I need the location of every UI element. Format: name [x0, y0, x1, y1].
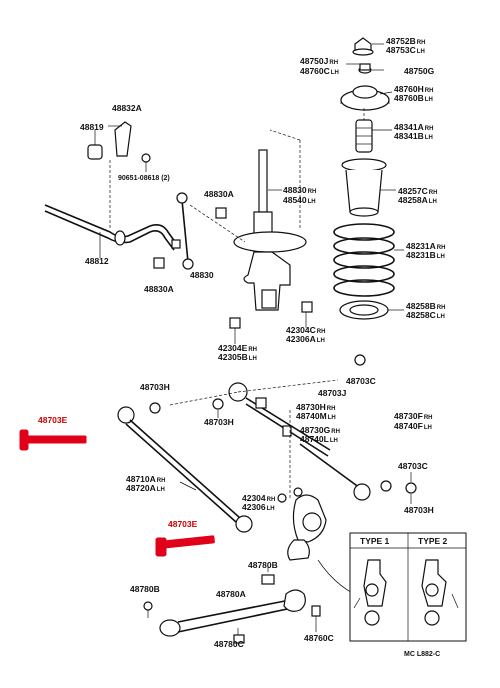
svg-text:48740MLH: 48740MLH: [296, 411, 336, 421]
type-inset: [349, 532, 467, 642]
svg-text:48830RH: 48830RH: [283, 185, 316, 195]
label-48730f: 48730F: [394, 411, 423, 421]
label-48830: 48830: [283, 185, 307, 195]
label-48720a: 48720A: [126, 483, 156, 493]
svg-text:48710ARH: 48710ARH: [126, 474, 165, 484]
lateral-link-lower: [117, 406, 253, 533]
svg-text:48720ALH: 48720ALH: [126, 483, 165, 493]
label-48760h: 48760H: [394, 84, 424, 94]
label-42304c: 42304C: [286, 325, 316, 335]
label-48341a: 48341A: [394, 122, 424, 132]
label-48703e-left: 48703E: [38, 415, 68, 425]
svg-text:48257CRH: 48257CRH: [398, 186, 437, 196]
shock-absorber: [233, 149, 307, 311]
label-48703h-1: 48703H: [140, 382, 170, 392]
label-48752b: 48752B: [386, 36, 416, 46]
label-42304e: 42304E: [218, 343, 248, 353]
rear-axle-carrier: [277, 487, 327, 561]
svg-text:48760BLH: 48760BLH: [394, 93, 433, 103]
label-48341b: 48341B: [394, 131, 424, 141]
label-48703e-right: 48703E: [168, 519, 198, 529]
svg-text:48740LLH: 48740LLH: [300, 434, 338, 444]
svg-text:48231ARH: 48231ARH: [406, 241, 445, 251]
label-48740m: 48740M: [296, 411, 327, 421]
label-type1: TYPE 1: [360, 536, 390, 546]
label-42306: 42306: [242, 502, 266, 512]
label-42306a: 42306A: [286, 334, 316, 344]
label-48540: 48540: [283, 195, 307, 205]
svg-text:48740FLH: 48740FLH: [394, 421, 432, 431]
label-type2: TYPE 2: [418, 536, 448, 546]
label-48730g: 48730G: [300, 425, 331, 435]
label-48760b: 48760B: [394, 93, 424, 103]
svg-text:48231BLH: 48231BLH: [406, 250, 445, 260]
label-48703h-3: 48703H: [404, 505, 434, 515]
label-48830a-top: 48830A: [204, 189, 234, 199]
label-42305b: 42305B: [218, 352, 248, 362]
label-48703h-2: 48703H: [204, 417, 234, 427]
label-48258b: 48258B: [406, 301, 436, 311]
label-48740l: 48740L: [300, 434, 329, 444]
svg-text:42306LH: 42306LH: [242, 502, 275, 512]
svg-text:48750JRH: 48750JRH: [300, 56, 338, 66]
label-48780c: 48780C: [214, 639, 244, 649]
svg-text:48258CLH: 48258CLH: [406, 310, 445, 320]
label-48730h: 48730H: [296, 402, 326, 412]
highlighted-bolt-48703e-left: [19, 429, 87, 451]
label-48231b: 48231B: [406, 250, 436, 260]
label-48257c: 48257C: [398, 186, 428, 196]
label-48760c-top: 48760C: [300, 66, 330, 76]
label-48258c: 48258C: [406, 310, 436, 320]
svg-text:48730GRH: 48730GRH: [300, 425, 340, 435]
label-48231a: 48231A: [406, 241, 436, 251]
svg-text:48752BRH: 48752BRH: [386, 36, 425, 46]
svg-text:48540LH: 48540LH: [283, 195, 316, 205]
label-48750j: 48750J: [300, 56, 329, 66]
svg-text:48730HRH: 48730HRH: [296, 402, 335, 412]
label-48780b-left: 48780B: [130, 584, 160, 594]
label-48819: 48819: [80, 122, 104, 132]
stabilizer-bar: [44, 204, 179, 251]
svg-text:48760HRH: 48760HRH: [394, 84, 433, 94]
svg-text:48753CLH: 48753CLH: [386, 45, 425, 55]
svg-text:48341ARH: 48341ARH: [394, 122, 433, 132]
svg-text:48258BRH: 48258BRH: [406, 301, 445, 311]
label-48703c-1: 48703C: [346, 376, 376, 386]
label-48812: 48812: [85, 256, 109, 266]
coil-spring: [333, 223, 395, 297]
part-labels: 48752BRH 48753CLH 48750JRH 48760CLH 4875…: [38, 36, 448, 658]
label-48832a: 48832A: [112, 103, 142, 113]
trailing-arm: [143, 574, 321, 644]
label-48753c: 48753C: [386, 45, 416, 55]
label-48780a: 48780A: [216, 589, 246, 599]
label-48258a: 48258A: [398, 195, 428, 205]
label-48703j: 48703J: [318, 388, 347, 398]
stabilizer-link: [153, 192, 227, 270]
label-48750g: 48750G: [404, 66, 435, 76]
highlighted-bolt-48703e-right: [155, 535, 215, 557]
label-48740f: 48740F: [394, 421, 423, 431]
svg-text:48341BLH: 48341BLH: [394, 131, 433, 141]
svg-text:42304CRH: 42304CRH: [286, 325, 325, 335]
label-48710a: 48710A: [126, 474, 156, 484]
label-48830-small: 48830: [190, 270, 214, 280]
svg-text:42304RH: 42304RH: [242, 493, 275, 503]
svg-text:48258ALH: 48258ALH: [398, 195, 437, 205]
svg-text:42304ERH: 42304ERH: [218, 343, 257, 353]
label-48780b: 48780B: [248, 560, 278, 570]
svg-text:48760CLH: 48760CLH: [300, 66, 339, 76]
svg-text:48730FRH: 48730FRH: [394, 411, 433, 421]
label-48760c-bot: 48760C: [304, 633, 334, 643]
strut-mount-stack: [333, 37, 395, 320]
label-48703c-2: 48703C: [398, 461, 428, 471]
label-90651: 90651-08618 (2): [118, 175, 170, 182]
label-42304: 42304: [242, 493, 266, 503]
svg-text:42306ALH: 42306ALH: [286, 334, 325, 344]
svg-text:42305BLH: 42305BLH: [218, 352, 257, 362]
label-48830a-bot: 48830A: [144, 284, 174, 294]
label-code: MC L882-C: [404, 651, 440, 658]
